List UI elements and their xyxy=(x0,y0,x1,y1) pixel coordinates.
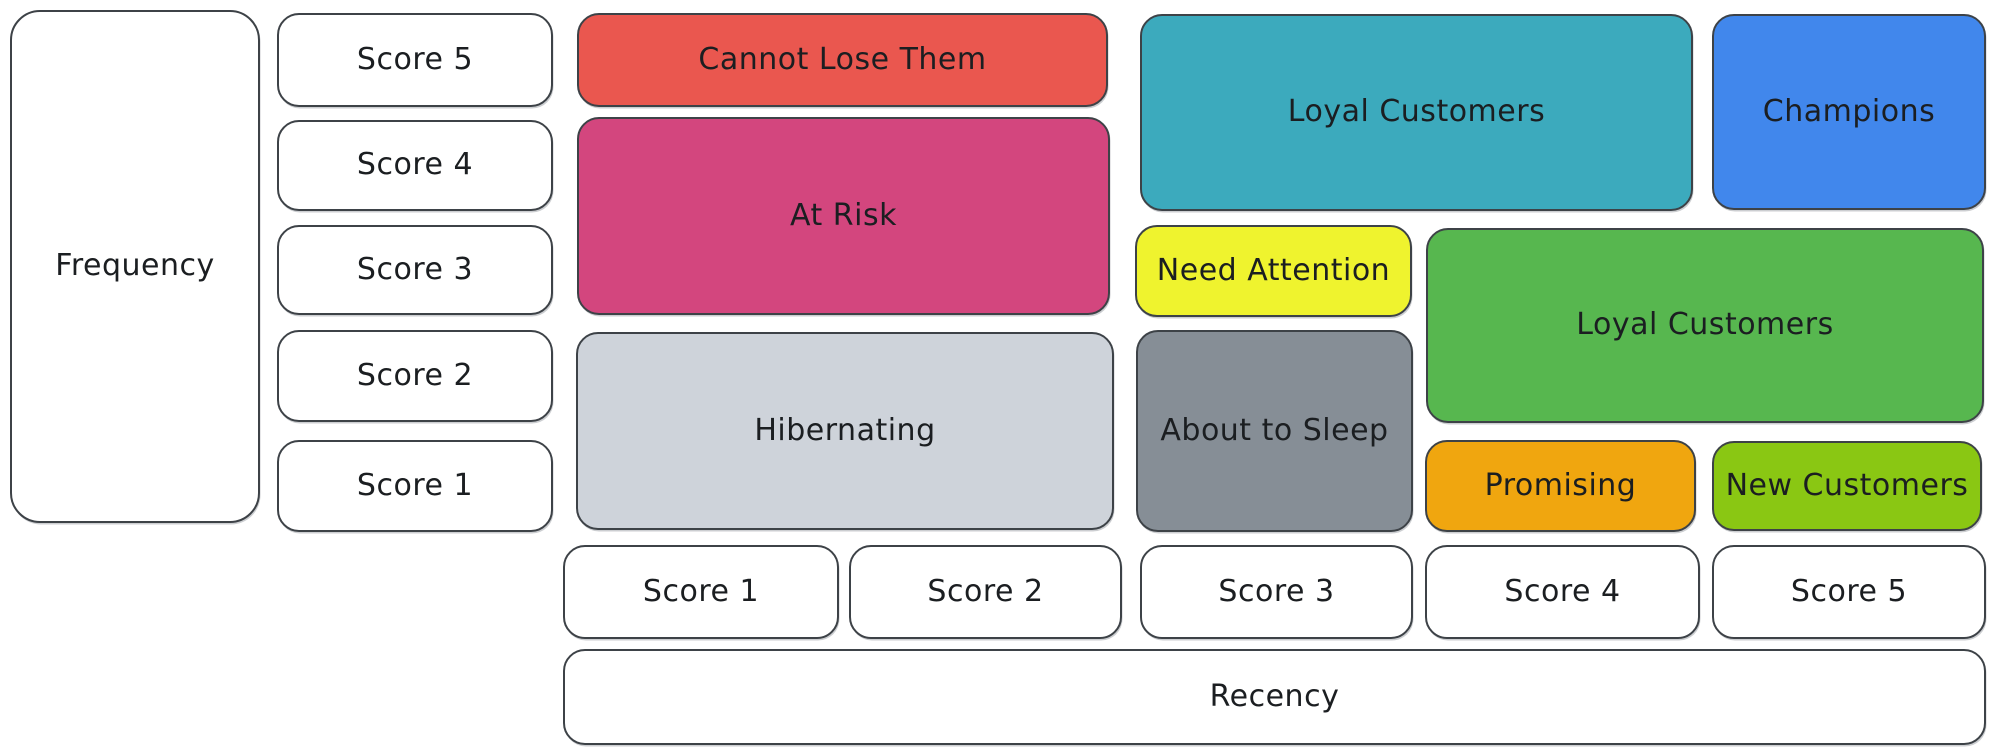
segment-loyal-customers-lower-label: Loyal Customers xyxy=(1576,307,1834,343)
segment-need-attention-label: Need Attention xyxy=(1156,252,1391,288)
segment-loyal-customers-upper: Loyal Customers xyxy=(1140,14,1693,211)
recency-score-3-box: Score 3 xyxy=(1140,545,1413,639)
segment-about-to-sleep: About to Sleep xyxy=(1136,330,1413,532)
segment-about-to-sleep-label: About to Sleep xyxy=(1160,412,1389,448)
frequency-score-4-label: Score 4 xyxy=(356,147,474,183)
segment-loyal-customers-upper-label: Loyal Customers xyxy=(1287,94,1546,130)
frequency-score-5-label: Score 5 xyxy=(356,41,474,77)
frequency-axis-label-box: Frequency xyxy=(10,10,260,523)
segment-at-risk-label: At Risk xyxy=(790,197,897,233)
segment-promising: Promising xyxy=(1425,440,1696,532)
recency-score-3-label: Score 3 xyxy=(1218,573,1335,609)
segment-champions-label: Champions xyxy=(1762,93,1936,129)
segment-new-customers: New Customers xyxy=(1712,441,1982,531)
recency-score-5-box: Score 5 xyxy=(1712,545,1986,639)
segment-loyal-customers-lower: Loyal Customers xyxy=(1426,228,1984,423)
segment-hibernating-label: Hibernating xyxy=(754,412,936,448)
recency-score-2-box: Score 2 xyxy=(849,545,1122,639)
segment-at-risk: At Risk xyxy=(577,117,1110,315)
recency-score-4-box: Score 4 xyxy=(1425,545,1700,639)
recency-score-1-label: Score 1 xyxy=(642,573,760,609)
frequency-score-3-label: Score 3 xyxy=(356,251,474,287)
frequency-score-2-label: Score 2 xyxy=(356,357,474,393)
segment-hibernating: Hibernating xyxy=(576,332,1114,530)
segment-need-attention: Need Attention xyxy=(1135,225,1412,317)
recency-score-1-box: Score 1 xyxy=(563,545,839,639)
segment-cannot-lose-them: Cannot Lose Them xyxy=(577,13,1108,107)
recency-score-5-label: Score 5 xyxy=(1790,573,1908,609)
segment-cannot-lose-them-label: Cannot Lose Them xyxy=(698,41,987,77)
recency-score-4-label: Score 4 xyxy=(1504,573,1621,609)
recency-score-2-label: Score 2 xyxy=(927,573,1044,609)
segment-champions: Champions xyxy=(1712,14,1986,210)
recency-axis-label: Recency xyxy=(1209,678,1340,714)
segment-new-customers-label: New Customers xyxy=(1725,467,1969,503)
frequency-score-2-box: Score 2 xyxy=(277,330,553,422)
frequency-axis-label: Frequency xyxy=(55,248,215,284)
frequency-score-4-box: Score 4 xyxy=(277,120,553,211)
segment-promising-label: Promising xyxy=(1484,467,1637,503)
frequency-score-1-box: Score 1 xyxy=(277,440,553,532)
frequency-score-3-box: Score 3 xyxy=(277,225,553,315)
recency-axis-label-box: Recency xyxy=(563,649,1986,745)
frequency-score-5-box: Score 5 xyxy=(277,13,553,107)
frequency-score-1-label: Score 1 xyxy=(356,467,474,503)
